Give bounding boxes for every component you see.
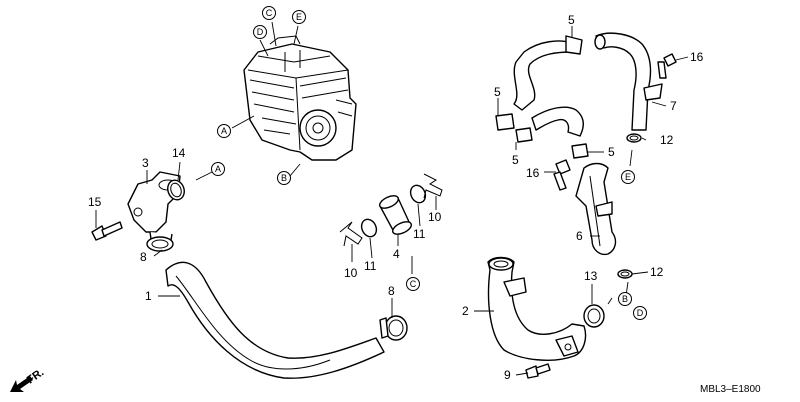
callout-16a: 16 (690, 50, 704, 64)
part-1-lower-hose (165, 261, 385, 379)
reference-markers: A A B B C C D D E E (211, 6, 647, 320)
callout-16b: 16 (526, 166, 540, 180)
callout-15: 15 (88, 195, 102, 209)
callout-3: 3 (142, 156, 149, 170)
front-direction-arrow: FR. (10, 366, 46, 392)
part-5-upper-hoses (495, 35, 589, 159)
part-6-water-pipe (575, 162, 617, 256)
ref-c-mid: C (410, 279, 417, 289)
part-4-joint (378, 195, 413, 235)
part-callouts: 1 2 3 4 5 5 5 5 6 7 8 8 9 10 10 11 11 12… (88, 13, 704, 382)
callout-6: 6 (576, 229, 583, 243)
ref-e-top: E (296, 12, 302, 22)
callout-7: 7 (670, 99, 677, 113)
callout-5b: 5 (494, 85, 501, 99)
part-2-water-pipe (487, 256, 587, 361)
engine-assembly (243, 35, 357, 161)
leader-lines (95, 21, 689, 376)
callout-5d: 5 (608, 145, 615, 159)
part-7-water-pipe (594, 32, 663, 131)
part-10-clips (339, 173, 443, 247)
ref-d-pipe: D (637, 308, 644, 318)
o-rings (167, 133, 642, 328)
fr-label: FR. (25, 366, 46, 386)
callout-8b: 8 (388, 284, 395, 298)
callout-2: 2 (462, 304, 469, 318)
ref-a-engine: A (221, 126, 227, 136)
callout-12b: 12 (650, 265, 664, 279)
callout-4: 4 (393, 247, 400, 261)
ref-b-pipe: B (622, 294, 628, 304)
callout-8a: 8 (140, 250, 147, 264)
callout-10b: 10 (428, 210, 442, 224)
ref-b-engine: B (281, 173, 287, 183)
ref-e-pipe: E (625, 172, 631, 182)
callout-10a: 10 (344, 266, 358, 280)
callout-13: 13 (584, 269, 598, 283)
callout-1: 1 (145, 289, 152, 303)
ref-d-top: D (257, 27, 264, 37)
callout-5a: 5 (568, 13, 575, 27)
callout-12a: 12 (660, 133, 674, 147)
callout-11b: 11 (413, 227, 426, 241)
diagram-code: MBL3–E1800 (700, 384, 761, 395)
callout-5c: 5 (512, 153, 519, 167)
ref-a-hose: A (215, 164, 221, 174)
ref-c-top: C (266, 8, 273, 18)
callout-9: 9 (504, 368, 511, 382)
callout-14: 14 (172, 146, 186, 160)
bolts (91, 53, 677, 379)
callout-11a: 11 (364, 259, 377, 273)
